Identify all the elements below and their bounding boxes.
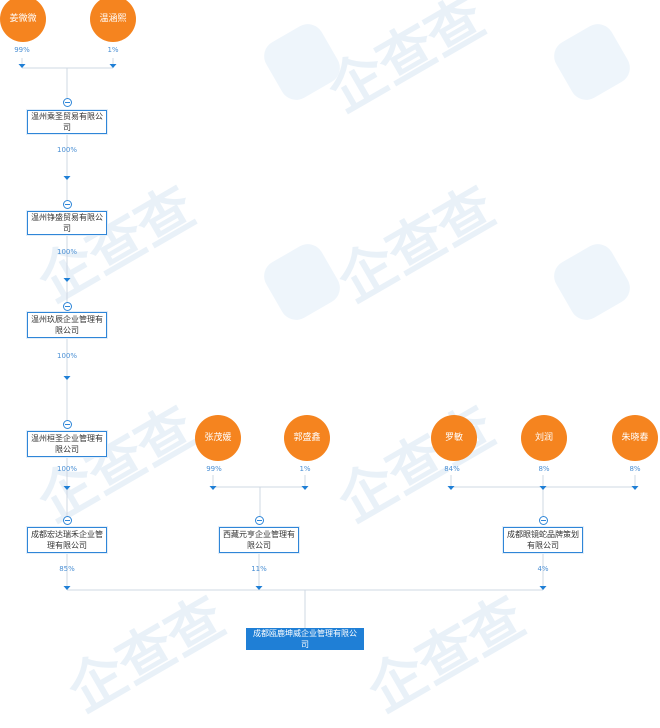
arrow-down-icon — [447, 486, 455, 490]
company-node[interactable]: 温州乘圣贸易有限公司 — [27, 110, 107, 134]
shareholding-percent: 1% — [299, 465, 311, 473]
shareholding-percent: 100% — [56, 248, 77, 256]
collapse-icon[interactable] — [63, 302, 72, 311]
company-node[interactable]: 温州玖辰企业管理有限公司 — [27, 312, 107, 338]
shareholder-name: 郭盛鑫 — [293, 432, 321, 443]
company-node[interactable]: 温州桓圣企业管理有限公司 — [27, 431, 107, 457]
shareholding-percent: 99% — [14, 46, 30, 54]
company-node[interactable]: 成都眼镜蛇品牌策划有限公司 — [503, 527, 583, 553]
arrow-down-icon — [631, 486, 639, 490]
arrow-down-icon — [109, 64, 117, 68]
collapse-icon[interactable] — [63, 200, 72, 209]
shareholding-percent: 4% — [537, 565, 549, 573]
shareholder-node[interactable]: 罗敏 — [431, 415, 477, 461]
arrow-down-icon — [209, 486, 217, 490]
collapse-icon[interactable] — [63, 98, 72, 107]
shareholder-name: 张茂媛 — [204, 432, 232, 443]
arrow-down-icon — [63, 376, 71, 380]
shareholding-percent: 11% — [251, 565, 267, 573]
shareholding-percent: 84% — [444, 465, 460, 473]
shareholder-name: 姜微微 — [9, 13, 37, 24]
arrow-down-icon — [18, 64, 26, 68]
shareholding-percent: 1% — [107, 46, 119, 54]
arrow-down-icon — [63, 176, 71, 180]
shareholding-percent: 8% — [538, 465, 550, 473]
shareholder-name: 朱晓春 — [621, 432, 649, 443]
collapse-icon[interactable] — [539, 516, 548, 525]
shareholder-name: 温涵熙 — [99, 13, 127, 24]
shareholding-percent: 100% — [56, 352, 77, 360]
arrow-down-icon — [63, 278, 71, 282]
shareholder-node[interactable]: 温涵熙 — [90, 0, 136, 42]
arrow-down-icon — [539, 586, 547, 590]
shareholder-name: 刘润 — [534, 432, 553, 443]
shareholding-percent: 100% — [56, 465, 77, 473]
equity-diagram — [18, 58, 639, 628]
company-node[interactable]: 温州铮盛贸易有限公司 — [27, 211, 107, 235]
arrow-down-icon — [63, 486, 71, 490]
collapse-icon[interactable] — [63, 420, 72, 429]
collapse-icon[interactable] — [255, 516, 264, 525]
shareholder-name: 罗敏 — [444, 432, 463, 443]
shareholding-percent: 85% — [59, 565, 75, 573]
target-company-node[interactable]: 成都瓯鹿坤威企业管理有限公司 — [246, 628, 364, 650]
shareholder-node[interactable]: 刘润 — [521, 415, 567, 461]
arrow-down-icon — [539, 486, 547, 490]
shareholder-node[interactable]: 张茂媛 — [195, 415, 241, 461]
arrow-down-icon — [255, 586, 263, 590]
company-node[interactable]: 成都宏达瑞禾企业管理有限公司 — [27, 527, 107, 553]
arrow-down-icon — [301, 486, 309, 490]
shareholding-percent: 100% — [56, 146, 77, 154]
arrow-down-icon — [63, 586, 71, 590]
shareholder-node[interactable]: 朱晓春 — [612, 415, 658, 461]
shareholder-node[interactable]: 姜微微 — [0, 0, 46, 42]
collapse-icon[interactable] — [63, 516, 72, 525]
shareholding-percent: 8% — [629, 465, 641, 473]
company-node[interactable]: 西藏元亨企业管理有限公司 — [219, 527, 299, 553]
shareholder-node[interactable]: 郭盛鑫 — [284, 415, 330, 461]
shareholding-percent: 99% — [206, 465, 222, 473]
